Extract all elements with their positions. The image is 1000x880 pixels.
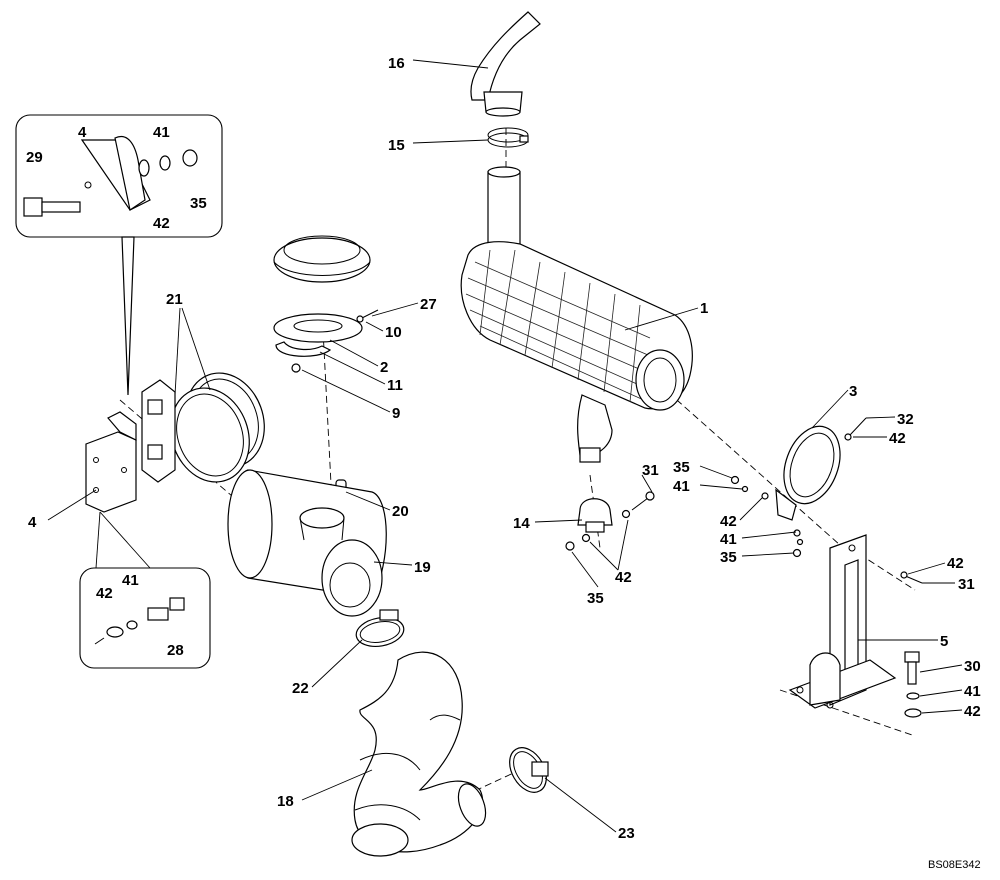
callout-3: 3: [849, 383, 857, 400]
callout-35-band: 35: [673, 459, 690, 476]
callout-23: 23: [618, 825, 635, 842]
band-hardware: [730, 475, 923, 584]
part-19-air-cleaner-housing: [227, 469, 387, 617]
callout-5: 5: [940, 633, 948, 650]
callout-21: 21: [166, 291, 183, 308]
callout-1: 1: [700, 300, 708, 317]
callout-41-inset-b: 41: [122, 572, 139, 589]
part-27-screw: [356, 309, 379, 323]
callout-4-inset: 4: [78, 124, 87, 141]
callout-9: 9: [392, 405, 400, 422]
part-9-nut: [291, 363, 301, 373]
callout-35-bracket: 35: [587, 590, 604, 607]
callout-41-inset: 41: [153, 124, 170, 141]
callout-labels: 16 15 1 27 10 2 11 9 21 4 4 29 41 42 35 …: [26, 55, 981, 842]
callout-14: 14: [513, 515, 530, 532]
callout-42-bracket: 42: [615, 569, 632, 586]
air-cleaner-cover: [273, 235, 371, 283]
inset-bottom-left: [79, 511, 211, 669]
callout-11: 11: [387, 377, 403, 394]
callout-27: 27: [420, 296, 437, 313]
callout-20: 20: [392, 503, 409, 520]
callout-42-inset-b: 42: [96, 585, 113, 602]
callout-28: 28: [167, 642, 184, 659]
callout-19: 19: [414, 559, 431, 576]
inset-top-left: [15, 114, 223, 396]
callout-29: 29: [26, 149, 43, 166]
part-3-muffler-band: [775, 425, 841, 521]
callout-2: 2: [380, 359, 388, 376]
callout-35-stand: 35: [720, 549, 737, 566]
part-2-ring: [273, 313, 363, 343]
callout-4-main: 4: [28, 514, 37, 531]
bracket-hardware-left: [565, 491, 655, 551]
callout-42-stand: 42: [720, 513, 737, 530]
part-14-exhaust-bracket: [577, 498, 613, 533]
callout-42-inset: 42: [153, 215, 170, 232]
part-23-hose-clamp: [509, 747, 549, 793]
part-30-bolt-stack: [904, 651, 922, 718]
part-1-muffler: [460, 166, 693, 463]
callout-41-stand: 41: [720, 531, 737, 548]
callout-35-inset: 35: [190, 195, 207, 212]
part-21-band-clamps: [141, 372, 265, 483]
part-4-mounting-bracket: [85, 411, 137, 513]
callout-31-right: 31: [958, 576, 975, 593]
leader-lines: [47, 59, 963, 833]
callout-41-band: 41: [673, 478, 690, 495]
callout-42-right-bottom: 42: [964, 703, 981, 720]
callout-10: 10: [385, 324, 402, 341]
muffler-heat-shield-mesh: [465, 249, 651, 403]
callout-18: 18: [277, 793, 294, 810]
callout-32: 32: [897, 411, 914, 428]
part-18-intake-hose: [351, 651, 487, 857]
drawing-reference-code: BS08E342: [928, 859, 981, 871]
part-32-bolt: [844, 417, 867, 441]
callout-42-right: 42: [947, 555, 964, 572]
callout-22: 22: [292, 680, 309, 697]
part-11-retaining-clip: [275, 341, 332, 357]
callout-41-right: 41: [964, 683, 981, 700]
callout-15: 15: [388, 137, 405, 154]
callout-31-left: 31: [642, 462, 659, 479]
part-22-hose-clamp: [355, 609, 405, 648]
part-16-intake-elbow: [470, 11, 541, 117]
part-5-muffler-support-stand: [788, 534, 897, 709]
part-15-hose-clamp: [487, 127, 529, 148]
callout-42-band-bolt: 42: [889, 430, 906, 447]
callout-16: 16: [388, 55, 405, 72]
callout-30: 30: [964, 658, 981, 675]
